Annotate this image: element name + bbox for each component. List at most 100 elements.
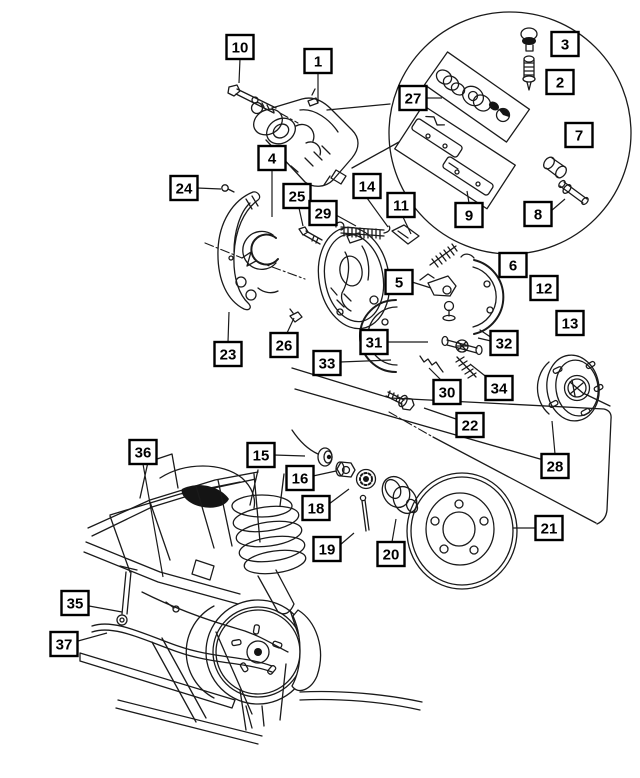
callout-32[interactable]: 32 [477,329,519,357]
callout-36[interactable]: 36 [128,438,164,578]
callout-leader-18 [328,488,350,505]
callout-2[interactable]: 2 [545,68,575,96]
callout-34[interactable]: 34 [469,363,514,402]
callout-box-25[interactable] [282,182,312,210]
callout-21[interactable]: 21 [513,514,564,542]
callout-19[interactable]: 19 [312,532,355,563]
callout-10[interactable]: 10 [225,33,255,84]
callout-number-25: 25 [289,189,306,206]
callout-28[interactable]: 28 [540,420,570,480]
callout-number-27: 27 [405,91,422,108]
callout-24[interactable]: 24 [169,174,222,202]
callout-box-7[interactable] [564,121,594,149]
callout-number-18: 18 [308,501,325,518]
splash-shield-group [217,184,323,323]
callout-box-36[interactable] [128,438,158,466]
guide-pin [558,179,589,206]
callout-box-30[interactable] [432,378,462,406]
callout-leader-30 [428,367,442,381]
callout-number-5: 5 [395,275,403,292]
callout-box-37[interactable] [49,630,79,658]
callout-box-24[interactable] [169,174,199,202]
callout-leader-20 [391,518,397,543]
callout-box-11[interactable] [386,191,416,219]
callout-box-21[interactable] [534,514,564,542]
callout-box-4[interactable] [257,144,287,172]
callout-box-22[interactable] [455,411,485,439]
callout-box-26[interactable] [269,331,299,359]
callout-box-13[interactable] [555,309,585,337]
callout-20[interactable]: 20 [376,518,406,568]
callout-18[interactable]: 18 [301,488,350,522]
callout-number-15: 15 [253,448,270,465]
callout-35[interactable]: 35 [60,589,123,617]
callout-leader-8 [550,198,566,212]
callout-4[interactable]: 4 [257,144,287,217]
callout-leader-11 [402,216,412,235]
callout-7[interactable]: 7 [564,121,594,149]
callout-box-19[interactable] [312,535,342,563]
callout-leader-32 [477,337,492,342]
callout-box-8[interactable] [523,200,553,228]
callout-13[interactable]: 13 [555,309,585,337]
callout-9[interactable]: 9 [454,190,484,229]
callout-box-20[interactable] [376,540,406,568]
callout-8[interactable]: 8 [523,198,566,228]
callout-37[interactable]: 37 [49,630,108,658]
callout-leader-15 [273,454,306,457]
callout-6[interactable]: 6 [498,251,528,279]
callout-box-12[interactable] [529,274,559,302]
callout-number-28: 28 [547,459,564,476]
callout-26[interactable]: 26 [269,317,299,359]
callout-box-15[interactable] [246,441,276,469]
callout-31[interactable]: 31 [359,328,429,356]
callout-box-5[interactable] [384,268,414,296]
callout-box-18[interactable] [301,494,331,522]
callout-number-22: 22 [462,418,479,435]
callout-14[interactable]: 14 [352,172,389,228]
callout-15[interactable]: 15 [246,441,306,469]
callout-number-11: 11 [393,198,409,215]
callout-3[interactable]: 3 [550,30,580,58]
callout-box-27[interactable] [398,84,428,112]
callout-leader-37 [77,632,108,642]
callout-box-32[interactable] [489,329,519,357]
spindle-hardware [291,429,419,532]
callout-27[interactable]: 27 [398,84,443,112]
callout-29[interactable]: 29 [308,199,357,227]
callout-box-2[interactable] [545,68,575,96]
callout-12[interactable]: 12 [529,274,559,302]
callout-box-23[interactable] [213,340,243,368]
callout-number-2: 2 [556,75,564,92]
caliper-assembly [227,84,359,187]
callout-box-6[interactable] [498,251,528,279]
callout-22[interactable]: 22 [423,407,485,439]
callout-box-29[interactable] [308,199,338,227]
callout-25[interactable]: 25 [282,182,312,227]
callout-11[interactable]: 11 [386,191,416,235]
callout-1[interactable]: 1 [303,47,333,103]
callout-number-1: 1 [314,54,322,71]
callout-leader-33 [339,359,392,363]
suspension-illustration [79,453,423,745]
callout-box-10[interactable] [225,33,255,61]
callout-16[interactable]: 16 [285,464,337,492]
callout-33[interactable]: 33 [312,349,392,377]
callout-30[interactable]: 30 [428,367,462,406]
callout-number-29: 29 [315,206,332,223]
callout-5[interactable]: 5 [384,268,432,296]
callout-box-14[interactable] [352,172,382,200]
callout-box-28[interactable] [540,452,570,480]
callout-23[interactable]: 23 [213,311,243,368]
brake-rotor [406,472,518,590]
callout-box-1[interactable] [303,47,333,75]
callout-box-31[interactable] [359,328,389,356]
callout-number-31: 31 [366,335,383,352]
callout-box-16[interactable] [285,464,315,492]
callout-box-3[interactable] [550,30,580,58]
callout-box-33[interactable] [312,349,342,377]
callout-box-35[interactable] [60,589,90,617]
callout-box-34[interactable] [484,374,514,402]
callout-box-9[interactable] [454,201,484,229]
